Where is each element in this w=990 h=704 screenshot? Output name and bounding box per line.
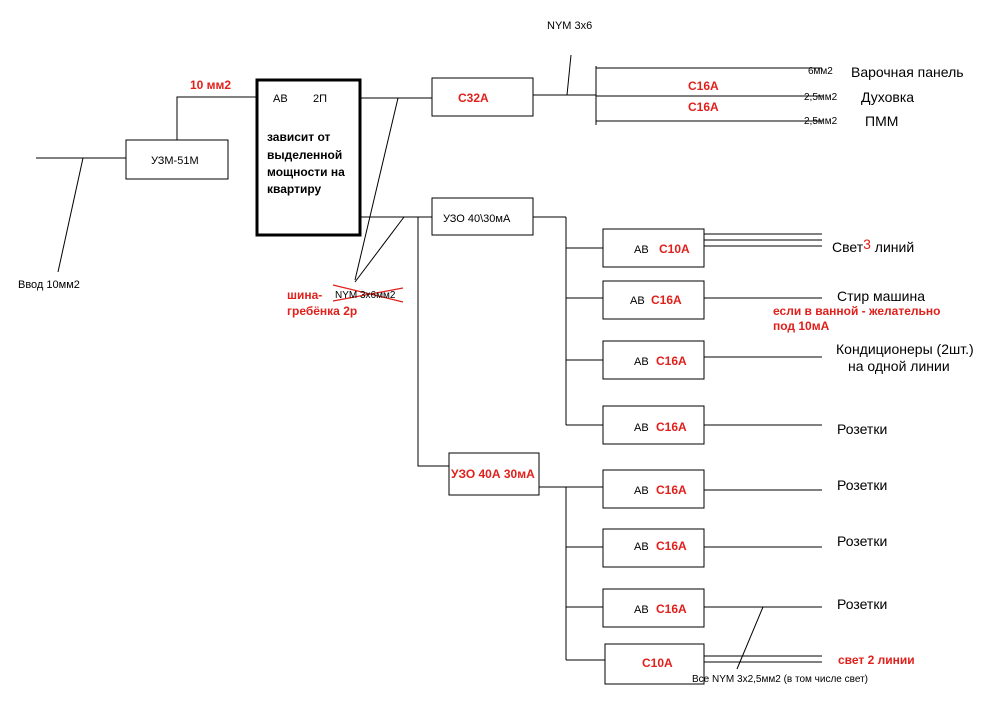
load-dishwasher: ПММ [865, 113, 898, 129]
main-ab-label: АВ [273, 93, 288, 105]
main-note-2: выделенной [267, 148, 342, 162]
kitchen-size-2: 2,5мм2 [804, 92, 838, 103]
rcd2-ab-2: АВ [634, 541, 649, 553]
load-sockets-1: Розетки [837, 421, 887, 437]
feed-line [176, 96, 256, 140]
busbar-label-1: шина- [287, 288, 322, 302]
rcd2-breaker-3 [602, 588, 705, 628]
uzm-label: УЗМ-51М [151, 155, 199, 167]
kitchen-cable-label: NYM 3х6 [547, 20, 592, 32]
kitchen-size-1: 6мм2 [808, 66, 833, 77]
rcd1-breaker-2 [602, 280, 705, 320]
rcd2-breaker-2 [602, 528, 705, 568]
rcd2-breaker-4 [604, 643, 705, 685]
rcd1-ab-4: АВ [634, 422, 649, 434]
rcd2-ab-3: АВ [634, 604, 649, 616]
busbar-label-2: гребёнка 2р [287, 304, 357, 318]
light-2-lines-label: свет 2 линии [838, 653, 915, 667]
rcd1-rating-3: С16А [656, 354, 687, 368]
rcd1-rating-1: С10А [659, 242, 690, 256]
load-ac-1: Кондиционеры (2шт.) [836, 341, 974, 357]
input-leader [57, 157, 84, 273]
rcd2-label: УЗО 40А 30мА [451, 467, 535, 481]
rcd1-ab-3: АВ [634, 356, 649, 368]
main-poles-label: 2П [313, 93, 327, 105]
load-sockets-3: Розетки [837, 533, 887, 549]
rcd2-box [448, 452, 540, 496]
washer-note-2: под 10мА [773, 319, 830, 333]
load-oven: Духовка [861, 89, 914, 105]
rcd2-feed [417, 217, 449, 467]
footer-note: Все NYM 3х2,5мм2 (в том числе свет) [692, 674, 868, 685]
busbar-leader-2 [354, 216, 405, 283]
rcd1-rating-2: С16А [651, 293, 682, 307]
load-sockets-4: Розетки [837, 596, 887, 612]
rcd1-breaker-1 [602, 228, 705, 268]
washer-note-1: если в ванной - желательно [773, 304, 940, 318]
main-note-4: квартиру [267, 182, 321, 196]
input-cable-label: 10 мм2 [190, 78, 231, 92]
footer-leader [736, 606, 764, 670]
rcd1-breaker-3 [602, 340, 705, 380]
kitchen-line-3-breaker: С16А [688, 100, 719, 114]
rcd2-breaker-1 [602, 469, 705, 509]
rcd1-ab-2: АВ [630, 295, 645, 307]
rcd2-rating-2: С16А [656, 539, 687, 553]
rcd2-rating-4: С10А [642, 656, 673, 670]
load-light: Свет3 линий [832, 236, 914, 255]
load-ac-2: на одной линии [848, 358, 950, 374]
load-cooktop: Варочная панель [851, 64, 964, 80]
input-label: Ввод 10мм2 [18, 279, 80, 291]
busbar-leader-1 [354, 97, 399, 281]
load-washer: Стир машина [837, 288, 925, 304]
rcd1-rating-4: С16А [656, 420, 687, 434]
rcd1-label: УЗО 40\30мА [443, 213, 511, 225]
kitchen-breaker-label: С32А [458, 91, 489, 105]
main-breaker-box [255, 78, 362, 237]
load-sockets-2: Розетки [837, 477, 887, 493]
kitchen-cable-leader [566, 54, 572, 96]
rcd1-breaker-4 [602, 405, 705, 445]
main-note-1: зависит от [267, 130, 331, 144]
crossed-cable-label: NYM 3х6мм2 [335, 290, 396, 301]
rcd2-rating-3: С16А [656, 602, 687, 616]
rcd1-ab-1: АВ [634, 244, 649, 256]
rcd2-ab-1: АВ [634, 485, 649, 497]
kitchen-breaker-box [431, 77, 534, 117]
kitchen-line-2-breaker: С16А [688, 79, 719, 93]
main-note-3: мощности на [267, 165, 345, 179]
kitchen-size-3: 2,5мм2 [804, 116, 838, 127]
rcd2-rating-1: С16А [656, 483, 687, 497]
